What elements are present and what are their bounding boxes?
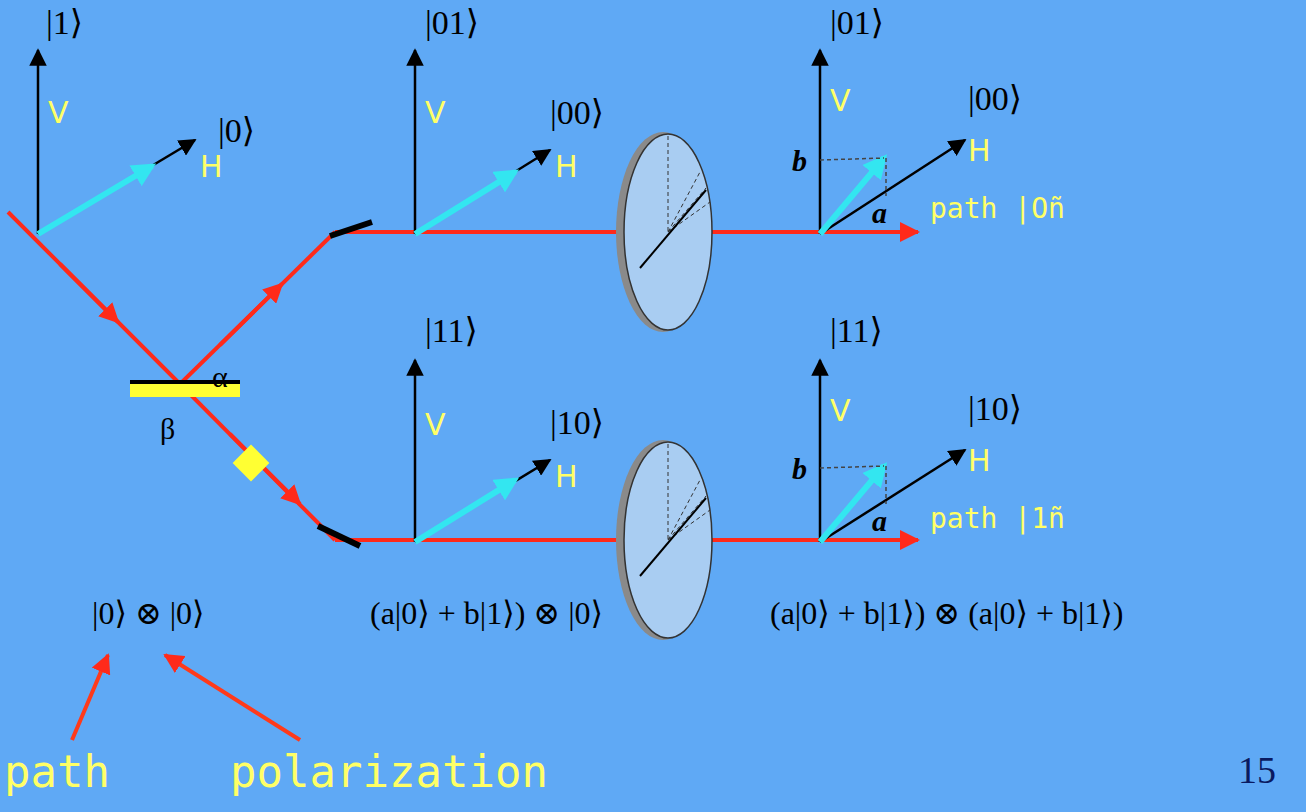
state-ket: |11⟩ [830, 312, 883, 349]
mirror [318, 526, 360, 546]
state-ket: |00⟩ [550, 94, 604, 131]
amplitude-symbol: β [160, 412, 175, 445]
state-equation: (a|0⟩ + b|1⟩) ⊗ (a|0⟩ + b|1⟩) [770, 596, 1124, 631]
axis-label: V [425, 96, 446, 129]
pointer-arrow [72, 655, 300, 740]
axis-label: H [555, 460, 578, 493]
mirror [330, 222, 372, 236]
component-label: b [792, 144, 807, 177]
axis-label: V [830, 394, 851, 427]
phase-shifter [233, 445, 270, 482]
state-equation: |0⟩ ⊗ |0⟩ [92, 596, 205, 631]
amplitude-symbol: α [212, 360, 228, 393]
axis-label: H [968, 134, 991, 167]
slide-number: 15 [1238, 750, 1276, 792]
state-ket: |11⟩ [425, 312, 478, 349]
state-ket: |10⟩ [968, 390, 1022, 427]
polarization-axes [38, 50, 965, 542]
axis-label: V [48, 96, 69, 129]
annotation-label: path [4, 748, 110, 796]
state-ket: |01⟩ [425, 4, 479, 41]
path-label: path |1ñ [930, 504, 1065, 535]
state-ket: |0⟩ [218, 112, 255, 149]
axis-label: H [968, 444, 991, 477]
state-ket: |10⟩ [550, 404, 604, 441]
light-beam [8, 212, 918, 540]
path-label: path |Oñ [930, 194, 1065, 225]
component-label: a [872, 196, 887, 229]
axis-label: V [425, 408, 446, 441]
annotation-label: polarization [230, 748, 548, 796]
axis-label: H [555, 150, 578, 183]
wave-plate [616, 132, 712, 640]
state-equation: (a|0⟩ + b|1⟩) ⊗ |0⟩ [370, 596, 603, 631]
axis-label: V [830, 84, 851, 117]
state-ket: |01⟩ [830, 4, 884, 41]
component-label: a [872, 504, 887, 537]
state-ket: |1⟩ [46, 4, 83, 41]
axis-label: H [200, 150, 223, 183]
component-label: b [792, 452, 807, 485]
state-ket: |00⟩ [968, 80, 1022, 117]
